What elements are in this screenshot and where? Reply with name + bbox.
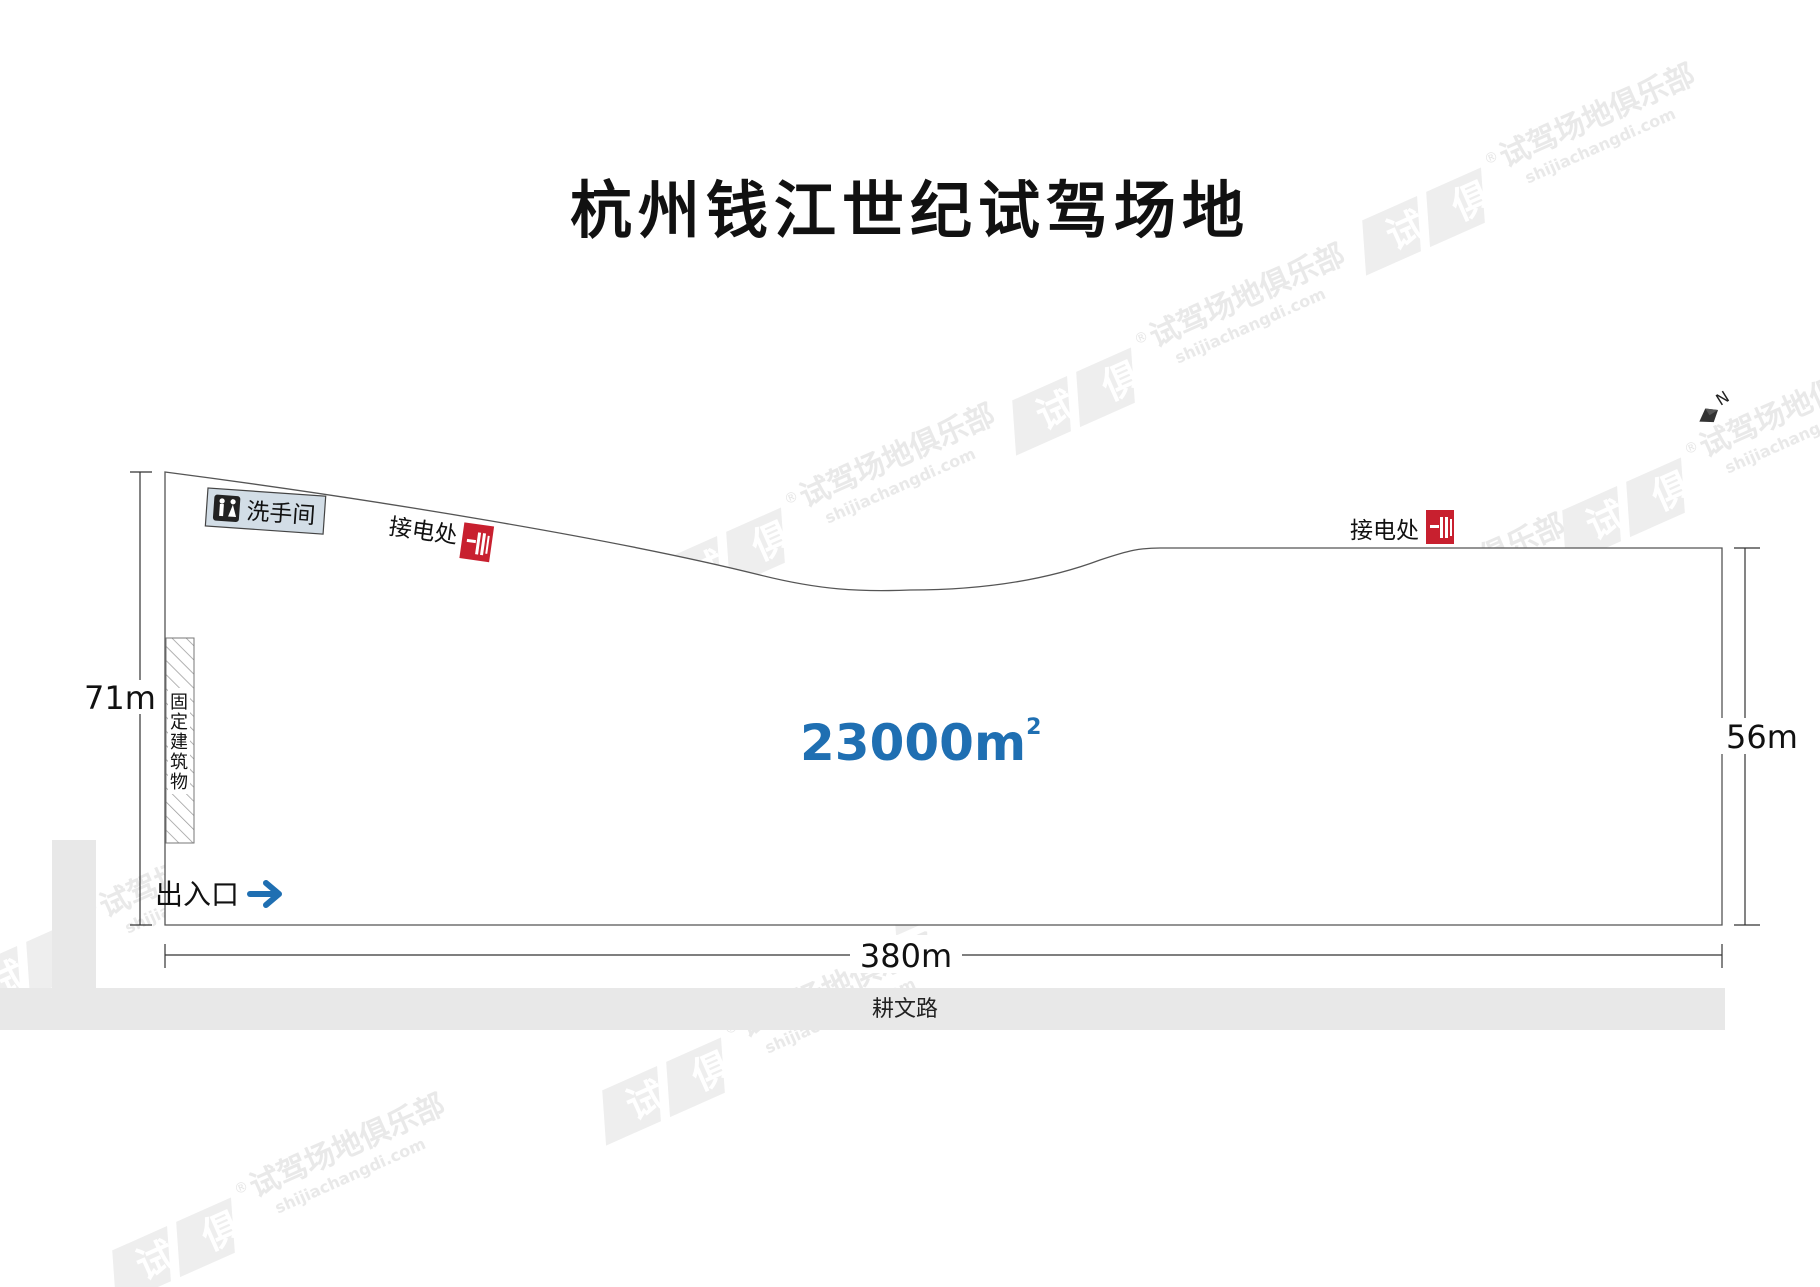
building-label-char: 物 xyxy=(170,772,188,793)
watermark-registered: ® xyxy=(1482,148,1501,168)
building-label-char: 定 xyxy=(170,712,188,733)
restroom-icon xyxy=(212,494,241,523)
watermark-registered: ® xyxy=(1682,438,1701,458)
road-name: 耕文路 xyxy=(872,997,938,1022)
fixed-building: 固 定 建 筑 物 xyxy=(165,637,195,844)
building-label-char: 建 xyxy=(170,732,188,753)
watermark-registered: ® xyxy=(1132,328,1151,348)
watermark-logo-block xyxy=(176,1197,235,1278)
road-horizontal xyxy=(0,988,1725,1030)
dimension-right: 56m xyxy=(1720,547,1800,926)
watermark-logo-block xyxy=(1012,375,1071,456)
dimension-left: 71m xyxy=(82,471,156,926)
entrance: 出入口 xyxy=(155,878,282,911)
road: 耕文路 xyxy=(0,840,1725,1030)
watermark-logo-block xyxy=(1426,167,1485,248)
watermark-logo-block xyxy=(1076,347,1135,428)
watermark-logo-block xyxy=(1362,195,1421,276)
restroom-label: 洗手间 xyxy=(246,499,317,530)
arrow-right-icon xyxy=(247,880,282,908)
building-label-char: 固 xyxy=(170,692,188,713)
venue-boundary xyxy=(164,471,1723,926)
watermark-logo-block xyxy=(112,1225,171,1287)
watermark-logo-block xyxy=(726,507,785,588)
area-superscript: 2 xyxy=(1026,715,1041,740)
area-unit: m xyxy=(974,714,1026,772)
road-vertical xyxy=(52,840,96,1030)
watermark-logo-block xyxy=(666,1037,725,1118)
power-point-label: 接电处 xyxy=(1350,518,1419,544)
dimension-bottom-label: 380m xyxy=(860,937,952,975)
area-number: 23000 xyxy=(800,714,974,772)
entrance-label: 出入口 xyxy=(155,878,239,911)
watermark-registered: ® xyxy=(232,1178,251,1198)
dimension-left-label: 71m xyxy=(84,679,156,717)
watermark-logo-block xyxy=(602,1065,661,1146)
watermark-registered: ® xyxy=(782,488,801,508)
area-value: 23000m2 xyxy=(800,714,1041,772)
watermark-logo-block xyxy=(1626,457,1685,538)
page-title: 杭州钱江世纪试驾场地 xyxy=(570,174,1250,247)
dimension-bottom: 380m xyxy=(164,935,1723,975)
power-point-1: 接电处 xyxy=(387,514,495,563)
north-label: N xyxy=(1712,387,1732,409)
dimension-right-label: 56m xyxy=(1726,718,1798,756)
restroom-sign: 洗手间 xyxy=(204,487,327,535)
power-point-2: 接电处 xyxy=(1350,510,1454,544)
power-outlet-icon xyxy=(1426,510,1454,544)
building-label-char: 筑 xyxy=(170,752,188,773)
power-outlet-icon xyxy=(459,522,495,563)
building-label-bg xyxy=(168,688,190,794)
watermark-logo-block xyxy=(1562,485,1621,566)
